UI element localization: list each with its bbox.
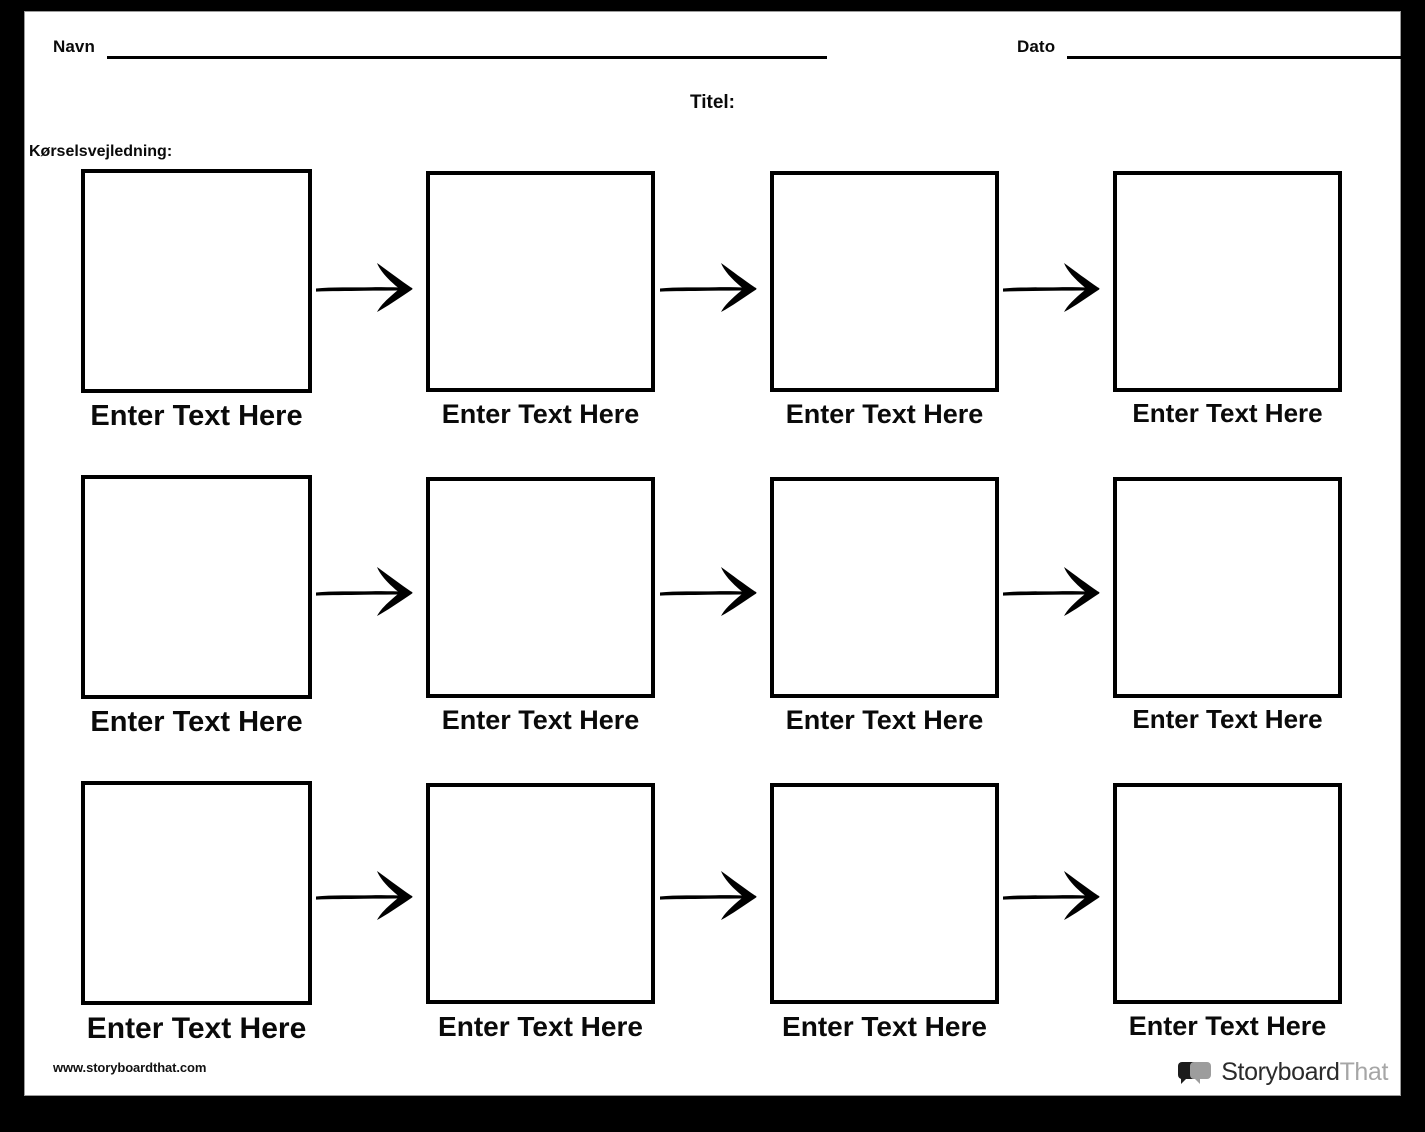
name-label: Navn	[53, 37, 95, 56]
storyboard-cell-canvas[interactable]	[770, 171, 999, 392]
storyboard-cell: Enter Text Here	[770, 171, 999, 428]
storyboard-cell-label[interactable]: Enter Text Here	[441, 399, 640, 429]
storyboard-cell-label[interactable]: Enter Text Here	[785, 705, 984, 735]
arrow-right-icon	[1001, 563, 1113, 619]
arrow-right-icon	[314, 867, 426, 923]
storyboard-cell-canvas[interactable]	[1113, 171, 1342, 392]
storyboardthat-logo[interactable]: StoryboardThat	[1178, 1060, 1388, 1085]
storyboard-cell: Enter Text Here	[426, 783, 655, 1041]
storyboard-cell-label[interactable]: Enter Text Here	[782, 1011, 987, 1042]
storyboard-cell-label[interactable]: Enter Text Here	[785, 399, 984, 429]
arrow-right-icon	[314, 563, 426, 619]
storyboard-cell-canvas[interactable]	[81, 475, 312, 699]
name-input-line[interactable]	[106, 56, 827, 59]
arrow-right-icon	[1001, 259, 1113, 315]
arrow-right-icon	[1001, 867, 1113, 923]
storyboard-cell-label[interactable]: Enter Text Here	[90, 400, 303, 432]
storyboard-cell: Enter Text Here	[81, 475, 312, 737]
storyboard-cell-label[interactable]: Enter Text Here	[1128, 1011, 1327, 1041]
storyboard-cell-label[interactable]: Enter Text Here	[438, 1011, 643, 1042]
logo-text-secondary: That	[1339, 1058, 1389, 1086]
arrow-right-icon	[658, 259, 770, 315]
storyboard-cell-label[interactable]: Enter Text Here	[1132, 704, 1323, 734]
logo-wordmark: StoryboardThat	[1221, 1060, 1388, 1085]
storyboard-cell-canvas[interactable]	[426, 477, 655, 698]
storyboard-cell: Enter Text Here	[81, 169, 312, 431]
storyboard-cell-label[interactable]: Enter Text Here	[441, 705, 640, 735]
storyboard-cell: Enter Text Here	[770, 783, 999, 1041]
storyboard-cell: Enter Text Here	[1113, 783, 1342, 1040]
footer-website-url[interactable]: www.storyboardthat.com	[53, 1060, 207, 1075]
storyboard-cell-label[interactable]: Enter Text Here	[86, 1012, 307, 1045]
date-input-line[interactable]	[1067, 56, 1415, 59]
storyboard-cell-canvas[interactable]	[770, 783, 999, 1004]
storyboard-cell: Enter Text Here	[1113, 171, 1342, 427]
logo-text-primary: Storyboard	[1221, 1058, 1340, 1086]
storyboard-cell: Enter Text Here	[81, 781, 312, 1045]
storyboard-cell-canvas[interactable]	[1113, 783, 1342, 1004]
arrow-right-icon	[314, 259, 426, 315]
arrow-right-icon	[658, 867, 770, 923]
speech-bubbles-icon	[1178, 1061, 1212, 1085]
storyboard-cell-canvas[interactable]	[426, 783, 655, 1004]
date-field[interactable]: Dato	[1017, 37, 1415, 59]
storyboard-cell-canvas[interactable]	[81, 781, 312, 1005]
name-field[interactable]: Navn	[53, 38, 827, 59]
directions-label[interactable]: Kørselsvejledning:	[29, 143, 173, 160]
storyboard-cell-label[interactable]: Enter Text Here	[90, 706, 303, 738]
arrow-right-icon	[658, 563, 770, 619]
date-label: Dato	[1017, 37, 1056, 56]
storyboard-cell-canvas[interactable]	[770, 477, 999, 698]
storyboard-cell-canvas[interactable]	[1113, 477, 1342, 698]
storyboard-cell-canvas[interactable]	[81, 169, 312, 393]
title-label[interactable]: Titel:	[689, 92, 736, 113]
storyboard-cell: Enter Text Here	[770, 477, 999, 734]
storyboard-cell: Enter Text Here	[1113, 477, 1342, 733]
worksheet-sheet: Navn Dato Titel: Kørselsvejledning: Ente…	[24, 11, 1415, 1096]
storyboard-cell-label[interactable]: Enter Text Here	[1132, 398, 1323, 428]
storyboard-cell: Enter Text Here	[426, 477, 655, 734]
storyboard-cell: Enter Text Here	[426, 171, 655, 428]
storyboard-cell-canvas[interactable]	[426, 171, 655, 392]
